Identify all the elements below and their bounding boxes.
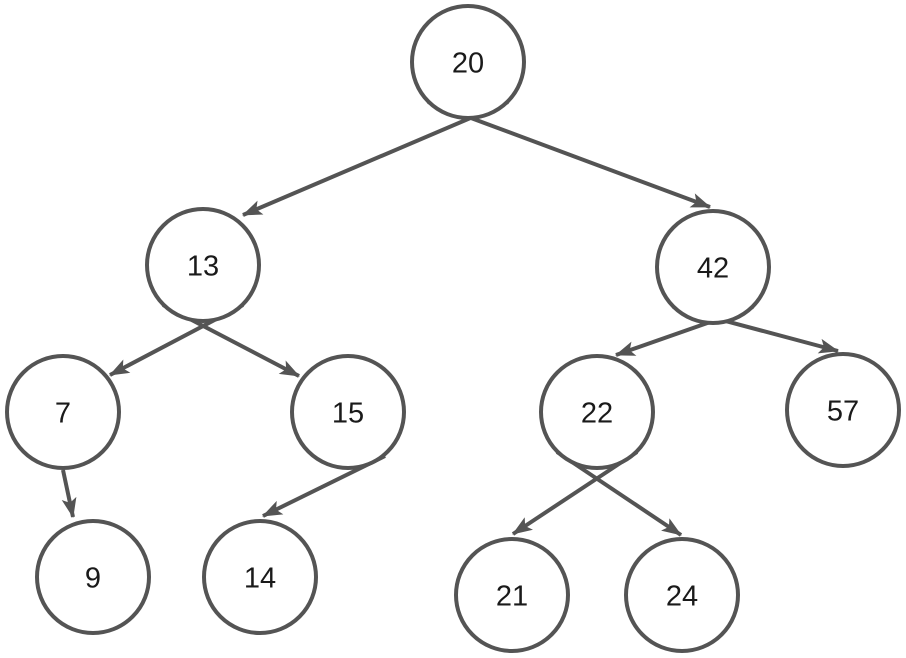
- tree-node-value-21: 21: [496, 580, 528, 612]
- tree-node-circle-20: [410, 4, 526, 120]
- tree-node-circle-13: [145, 207, 261, 323]
- tree-node-circle-14: [202, 519, 318, 635]
- tree-node-circle-24: [624, 537, 740, 653]
- edge-20-to-13: [242, 100, 509, 217]
- edge-7-to-9: [61, 469, 77, 518]
- tree-node-circle-15: [290, 354, 406, 470]
- tree-node-13: 13: [145, 207, 261, 323]
- tree-node-24: 24: [624, 537, 740, 653]
- tree-node-circle-57: [785, 352, 901, 468]
- tree-node-circle-9: [35, 519, 151, 635]
- tree-node-value-13: 13: [187, 250, 219, 282]
- tree-node-9: 9: [35, 519, 151, 635]
- tree-node-22: 22: [539, 354, 655, 470]
- tree-node-14: 14: [202, 519, 318, 635]
- tree-node-value-14: 14: [244, 562, 276, 594]
- tree-node-value-57: 57: [827, 395, 859, 427]
- tree-node-value-7: 7: [55, 397, 71, 429]
- tree-node-circle-7: [5, 354, 121, 470]
- tree-node-value-9: 9: [85, 562, 101, 594]
- tree-node-42: 42: [655, 209, 771, 325]
- tree-node-value-24: 24: [666, 580, 698, 612]
- tree-node-15: 15: [290, 354, 406, 470]
- tree-node-57: 57: [785, 352, 901, 468]
- tree-node-20: 20: [410, 4, 526, 120]
- tree-node-value-42: 42: [697, 252, 729, 284]
- tree-node-7: 7: [5, 354, 121, 470]
- tree-node-value-22: 22: [581, 397, 613, 429]
- tree-node-value-20: 20: [452, 47, 484, 79]
- tree-node-circle-42: [655, 209, 771, 325]
- tree-node-circle-22: [539, 354, 655, 470]
- tree-node-circle-21: [454, 537, 570, 653]
- tree-node-21: 21: [454, 537, 570, 653]
- tree-node-value-15: 15: [332, 397, 364, 429]
